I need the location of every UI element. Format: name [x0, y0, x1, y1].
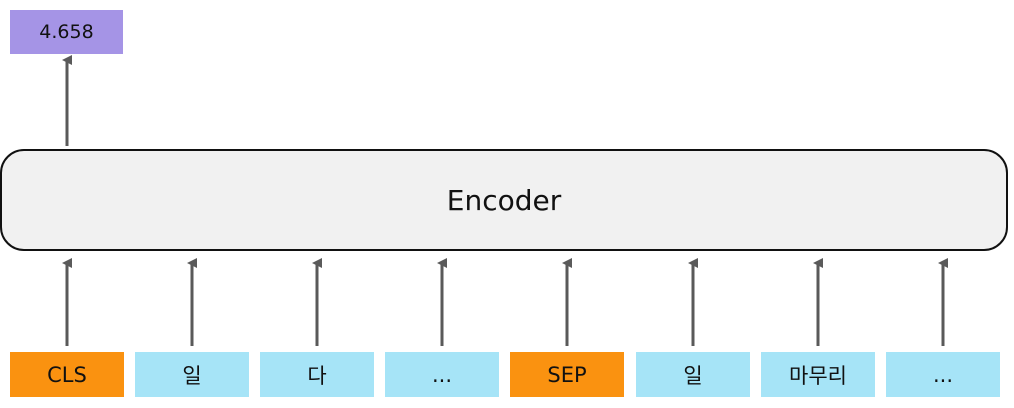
input-token-label: ...	[431, 362, 453, 387]
input-token-ellipsis-1: ...	[385, 352, 499, 397]
input-token-da: 다	[260, 352, 374, 397]
input-token-cls: CLS	[10, 352, 124, 397]
input-token-label: 다	[307, 363, 327, 388]
input-token-label: ...	[932, 362, 954, 387]
output-score-label: 4.658	[39, 21, 94, 43]
encoder-block: Encoder	[0, 149, 1008, 251]
input-token-label: SEP	[547, 362, 587, 387]
output-score-box: 4.658	[10, 10, 123, 54]
input-token-label: 일	[182, 363, 202, 388]
input-token-mamuri: 마무리	[761, 352, 875, 397]
input-token-label: 일	[683, 363, 703, 388]
input-token-il-2: 일	[636, 352, 750, 397]
input-token-ellipsis-2: ...	[886, 352, 1000, 397]
input-token-sep: SEP	[510, 352, 624, 397]
input-token-label: CLS	[47, 362, 87, 387]
input-token-il-1: 일	[135, 352, 249, 397]
input-token-label: 마무리	[789, 363, 847, 388]
encoder-label: Encoder	[446, 183, 562, 217]
